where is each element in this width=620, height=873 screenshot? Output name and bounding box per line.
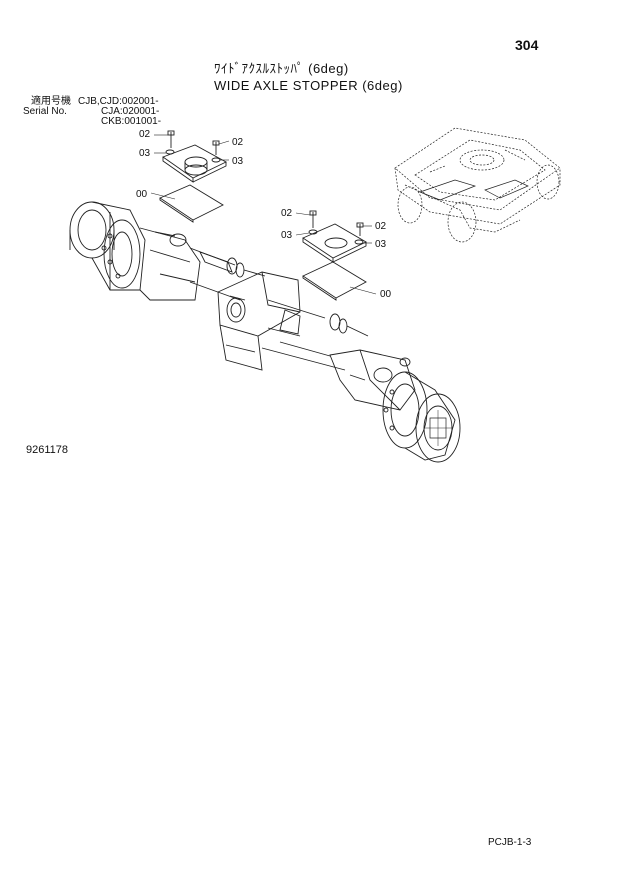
footer-code: PCJB-1-3 [488,837,532,848]
stopper-assembly-upper [159,130,227,223]
callout-bolt-02c: 02 [281,208,293,219]
axle-assembly [69,201,461,463]
stopper-assembly-lower [302,210,367,301]
leader-lines [150,134,377,295]
title-english: WIDE AXLE STOPPER (6deg) [214,78,403,93]
callouts-upper: 02 03 02 03 00 [136,129,244,200]
callout-washer-03b: 03 [232,156,244,167]
callout-washer-03a: 03 [139,148,151,159]
serial-range-3: CKB:001001- [101,116,162,127]
callout-bolt-02d: 02 [375,221,387,232]
callout-bolt-02b: 02 [232,137,244,148]
serial-range-1: CJB,CJD:002001- [78,96,159,107]
callout-washer-03c: 03 [281,230,293,241]
figure-number: 9261178 [26,444,69,456]
serial-label-jp: 適用号機 [31,96,71,107]
callout-plate-00b: 00 [380,289,392,300]
machine-overview [394,127,561,243]
callout-washer-03d: 03 [375,239,387,250]
serial-range-2: CJA:020001- [101,106,160,117]
callout-plate-00a: 00 [136,189,148,200]
page-number: 304 [515,37,539,53]
callouts-lower: 02 03 02 03 00 [281,208,392,300]
callout-bolt-02a: 02 [139,129,151,140]
serial-label-en: Serial No. [23,106,67,117]
title-japanese: ﾜｲﾄﾞｱｸｽﾙｽﾄｯﾊﾟ (6deg) [214,61,349,76]
